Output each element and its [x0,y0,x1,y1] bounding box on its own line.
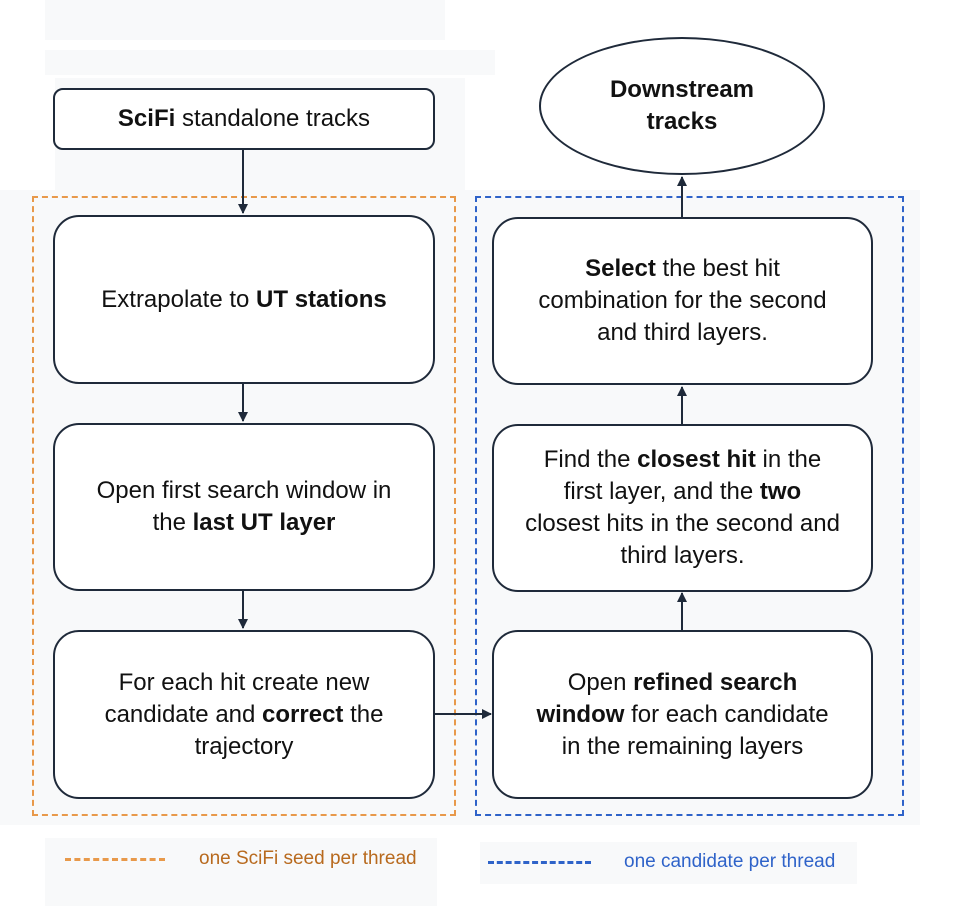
background-panel [45,838,437,906]
legend-orange-swatch [65,858,165,861]
create-candidate-label: For each hit create new candidate and co… [104,668,384,760]
create-candidate-node: For each hit create new candidate and co… [53,630,435,799]
select-best-label: Select the best hit combination for the … [538,255,827,346]
scifi-tracks-label: SciFi standalone tracks [117,105,371,132]
extrapolate-label: Extrapolate to UT stations [101,285,387,313]
downstream-tracks-label: Downstream tracks [609,76,755,135]
legend-orange-label: one SciFi seed per thread [199,848,417,869]
open-first-window-node: Open first search window in the last UT … [53,423,435,591]
downstream-tracks-node: Downstream tracks [539,37,825,175]
refined-window-node: Open refined search window for each cand… [492,630,873,799]
find-closest-label: Find the closest hit in the first layer,… [525,446,840,569]
find-closest-node: Find the closest hit in the first layer,… [492,424,873,592]
select-best-node: Select the best hit combination for the … [492,217,873,385]
legend-blue-label: one candidate per thread [624,851,836,872]
background-panel [45,0,445,40]
scifi-tracks-node: SciFi standalone tracks [53,88,435,150]
refined-window-label: Open refined search window for each cand… [536,668,829,760]
legend-blue-swatch [488,861,591,864]
background-panel [45,50,495,75]
extrapolate-node: Extrapolate to UT stations [53,215,435,384]
open-first-window-label: Open first search window in the last UT … [96,477,392,536]
candidate-thread-group [475,196,904,816]
